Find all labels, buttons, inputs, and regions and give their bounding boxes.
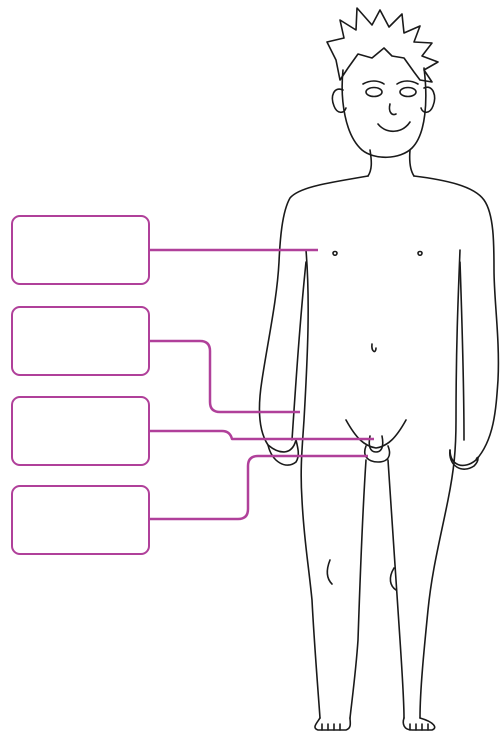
nose	[389, 104, 396, 115]
navel	[372, 344, 376, 351]
groin-line	[346, 420, 406, 448]
right-body-outline	[414, 176, 498, 718]
right-toes	[410, 724, 428, 730]
left-nipple	[333, 252, 337, 256]
left-body-outline	[260, 176, 368, 718]
neck	[368, 150, 414, 176]
right-nipple	[418, 252, 422, 256]
right-ear	[421, 87, 435, 112]
right-arm-inner	[460, 262, 464, 440]
leader-line-2	[150, 341, 300, 412]
label-box-4[interactable]	[11, 485, 150, 555]
inner-leg-left	[350, 460, 366, 718]
right-eyebrow	[397, 81, 418, 84]
label-box-3[interactable]	[11, 396, 150, 466]
left-eye	[366, 88, 382, 97]
right-foot	[403, 718, 434, 730]
left-toes	[322, 724, 340, 730]
mouth	[378, 122, 410, 131]
left-foot	[315, 718, 350, 730]
label-box-2[interactable]	[11, 306, 150, 376]
left-knee-mark	[327, 560, 332, 584]
left-eyebrow	[363, 81, 384, 84]
right-eye	[400, 88, 416, 97]
label-box-1[interactable]	[11, 215, 150, 285]
leader-line-4	[150, 456, 368, 519]
inner-leg-right	[388, 460, 404, 718]
